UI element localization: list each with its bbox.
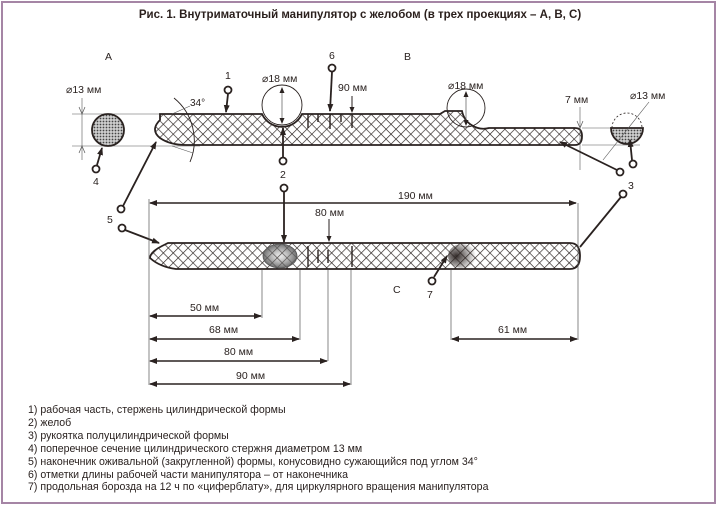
legend-item: 6) отметки длины рабочей части манипулят… <box>28 468 349 481</box>
callout-2-marker <box>278 156 288 166</box>
callout-4-marker <box>91 164 101 174</box>
callout-2-label: 2 <box>280 169 286 181</box>
callout-1-marker <box>223 85 233 95</box>
len-68-label: 68 мм <box>209 324 238 336</box>
legend-item: 2) желоб <box>28 416 72 429</box>
projection-label-b: В <box>404 51 411 63</box>
callout-3-marker-b <box>628 159 638 169</box>
callout-7-marker <box>427 276 437 286</box>
longitudinal-furrow <box>448 244 476 268</box>
rod-diameter-label: ⌀13 мм <box>66 84 101 96</box>
groove-oval <box>262 243 298 269</box>
groove-diameter-circle <box>261 84 303 126</box>
callout-5-label: 5 <box>107 214 113 226</box>
length-marks <box>307 114 353 129</box>
legend: 1) рабочая часть, стержень цилиндрическо… <box>28 404 488 494</box>
projection-label-a: А <box>105 51 112 63</box>
mark-80-label: 80 мм <box>315 207 344 219</box>
len-90-label: 90 мм <box>236 370 265 382</box>
callout-1-label: 1 <box>225 70 231 82</box>
handle-thickness-label: 7 мм <box>565 94 588 106</box>
legend-item: 3) рукоятка полуцилиндрической формы <box>28 429 229 442</box>
len-50-label: 50 мм <box>190 302 219 314</box>
legend-item: 1) рабочая часть, стержень цилиндрическо… <box>28 404 286 416</box>
handle-diameter-leader <box>602 101 650 161</box>
len-80-label: 80 мм <box>224 346 253 358</box>
callout-7-label: 7 <box>427 289 433 301</box>
groove-diameter-label-b: ⌀18 мм <box>448 80 483 92</box>
callout-6-marker <box>327 63 337 73</box>
groove-diameter-label-a: ⌀18 мм <box>262 73 297 85</box>
groove-length-label: 61 мм <box>498 324 527 336</box>
total-length-label: 190 мм <box>398 190 433 202</box>
callout-5-marker-a <box>116 204 126 214</box>
rod-cross-section <box>91 113 125 147</box>
manipulator-bottom-view <box>149 242 581 270</box>
length-marks-c <box>307 246 353 267</box>
mark-90-label: 90 мм <box>338 82 367 94</box>
callout-4-label: 4 <box>93 176 99 188</box>
legend-item: 4) поперечное сечение цилиндрического ст… <box>28 442 363 455</box>
extension-lines <box>148 199 579 385</box>
callout-3-marker-a <box>615 167 625 177</box>
callout-2-marker-c <box>279 183 289 193</box>
handle-cross-section <box>610 127 644 145</box>
tip-angle-label: 34° <box>190 98 205 109</box>
handle-diameter-label: ⌀13 мм <box>630 90 665 102</box>
legend-item: 5) наконечник оживальной (закругленной) … <box>28 455 478 468</box>
manipulator-side-view <box>154 110 583 146</box>
callout-6-label: 6 <box>329 50 335 62</box>
tip-angle-arc <box>173 97 195 163</box>
projection-label-c: С <box>393 284 401 296</box>
callout-3-label: 3 <box>628 180 634 192</box>
figure-title: Рис. 1. Внутриматочный манипулятор с жел… <box>138 9 582 21</box>
groove-diameter-circle <box>446 88 486 128</box>
legend-item: 7) продольная борозда на 12 ч по «циферб… <box>28 481 489 494</box>
callout-5-marker-b <box>117 223 127 233</box>
